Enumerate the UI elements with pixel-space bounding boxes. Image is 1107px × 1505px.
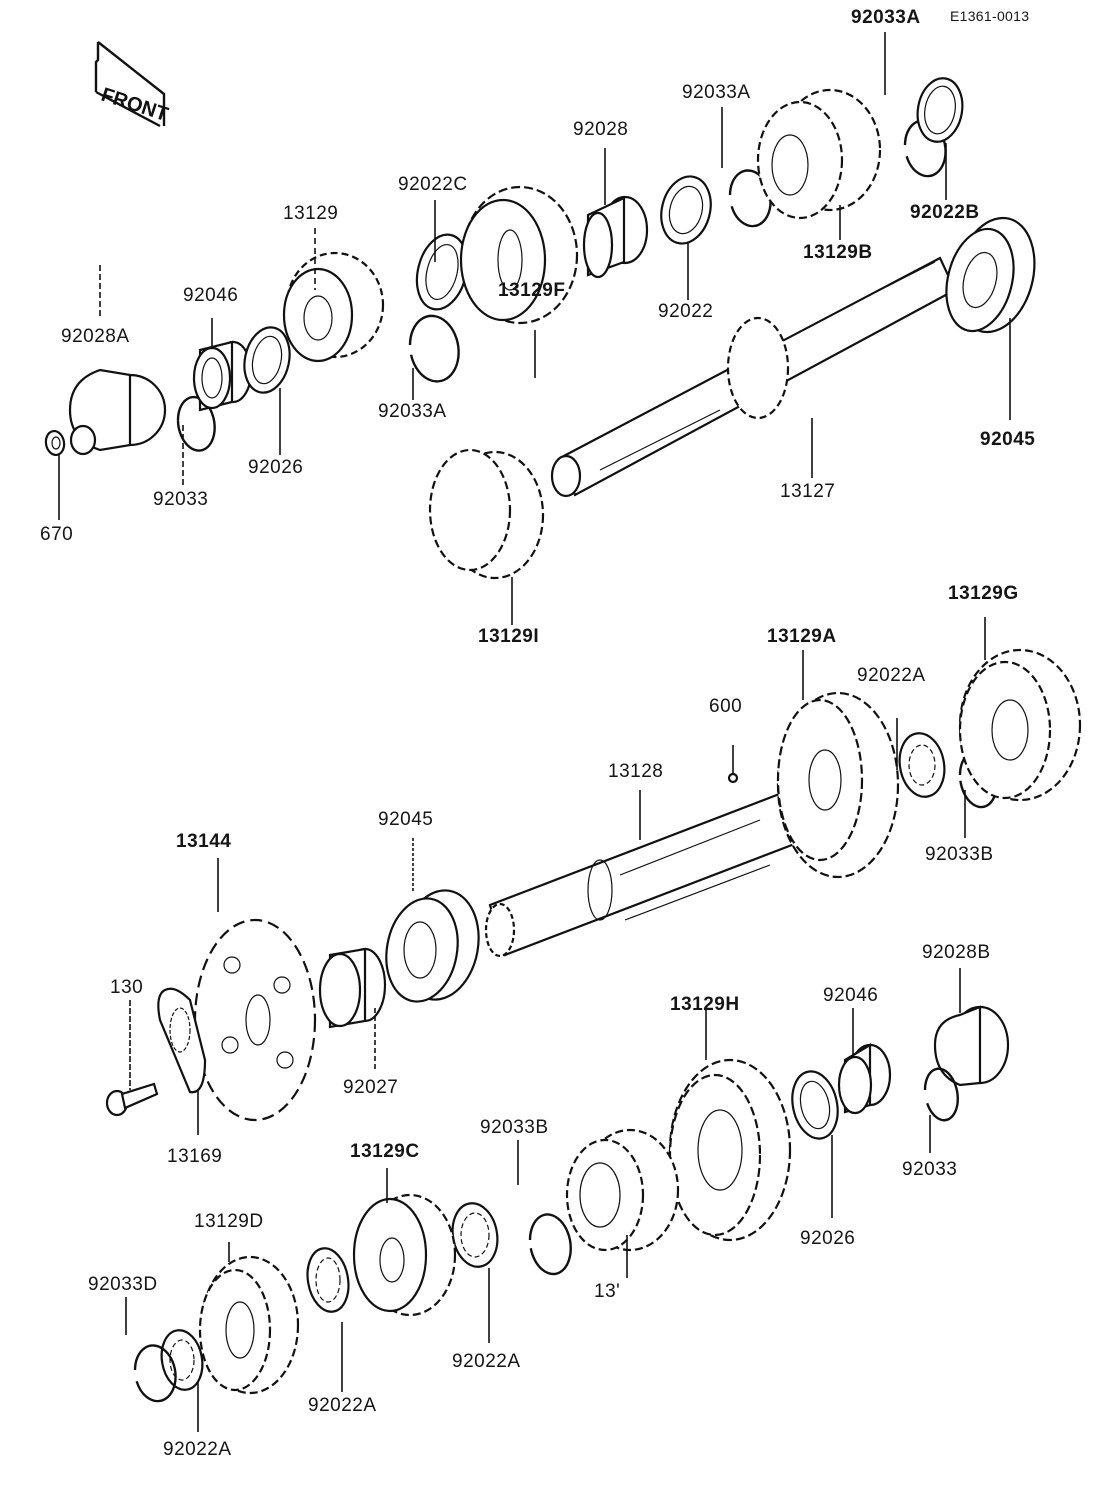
- label-670: 670: [40, 524, 74, 545]
- part-92033-circlip-bottom: [923, 1067, 959, 1122]
- label-13129I: 13129I: [478, 626, 540, 647]
- label-92045-mid: 92045: [378, 809, 434, 830]
- label-13129H: 13129H: [670, 994, 740, 1015]
- label-92028: 92028: [573, 119, 629, 140]
- part-92033A-circlip-left: [408, 314, 460, 383]
- label-92026-bottom: 92026: [800, 1228, 856, 1249]
- label-92022B: 92022B: [910, 202, 980, 223]
- label-13127: 13127: [780, 481, 836, 502]
- label-13129F: 13129F: [498, 280, 566, 301]
- part-670-nut: [44, 429, 66, 457]
- label-92033B-bottom: 92033B: [480, 1117, 549, 1138]
- label-600: 600: [709, 696, 743, 717]
- part-13127-shaft: [550, 256, 957, 498]
- part-13129C-gear: [352, 1193, 457, 1317]
- label-13129G: 13129G: [948, 583, 1019, 604]
- label-92022A-bottom-3: 92022A: [163, 1439, 232, 1460]
- part-92033-circlip: [176, 395, 216, 452]
- part-92045-ball-bearing-top: [945, 216, 1036, 334]
- label-13129B: 13129B: [803, 242, 873, 263]
- part-13144-sprocket: [193, 918, 317, 1122]
- part-13129B-gear: [756, 88, 882, 220]
- label-92026-top: 92026: [248, 457, 304, 478]
- label-13129D: 13129D: [194, 1211, 264, 1232]
- part-92033B-circlip-bottom: [528, 1213, 572, 1276]
- label-92046-bottom: 92046: [823, 985, 879, 1006]
- label-92027: 92027: [343, 1077, 399, 1098]
- part-13169-lock-plate: [157, 987, 207, 1094]
- label-13129C: 13129C: [350, 1141, 420, 1162]
- part-92045-ball-bearing-mid: [385, 889, 480, 1003]
- part-92022A-washer-bottom-1: [306, 1247, 350, 1313]
- part-13129I-gear: [428, 448, 545, 580]
- label-13129A: 13129A: [767, 626, 837, 647]
- label-92033B-mid: 92033B: [925, 844, 994, 865]
- part-13129F-gear: [459, 185, 579, 325]
- part-13129H-gear: [668, 1058, 792, 1242]
- label-92033-bottom: 92033: [902, 1159, 958, 1180]
- part-92027-collar: [318, 947, 387, 1029]
- part-92022-washer: [660, 175, 712, 245]
- leader-lines: [58, 32, 1011, 1432]
- part-130-bolt: [105, 1082, 159, 1117]
- front-direction-badge: FRONT: [94, 41, 171, 128]
- label-92028B: 92028B: [922, 942, 991, 963]
- part-92028B-collar: [933, 1005, 1010, 1087]
- label-13169: 13169: [167, 1146, 223, 1167]
- label-92022: 92022: [658, 301, 714, 322]
- part-92026-washer: [243, 326, 291, 394]
- part-13129-gear-cluster-bottom: [565, 1128, 680, 1252]
- label-92045-top: 92045: [980, 429, 1036, 450]
- part-92022A-washer-bottom-3: [160, 1329, 204, 1391]
- part-92026-washer-bottom: [791, 1070, 839, 1140]
- label-92033A-mid: 92033A: [682, 82, 751, 103]
- part-600-steel-ball: [727, 772, 739, 784]
- label-92022A-bottom-2: 92022A: [452, 1351, 521, 1372]
- part-13129A-gear: [776, 691, 900, 879]
- part-13129D-gear: [198, 1255, 300, 1395]
- label-13129-partial: 13': [594, 1281, 621, 1302]
- part-92046-needle-bearing: [192, 340, 253, 412]
- part-92028A-collar: [68, 368, 167, 456]
- part-13128-shaft: [484, 788, 807, 958]
- label-130: 130: [110, 977, 144, 998]
- part-92022B-washer: [916, 77, 964, 143]
- diagram-reference-code: E1361-0013: [950, 8, 1030, 24]
- label-92022C: 92022C: [398, 174, 468, 195]
- label-92046-top: 92046: [183, 285, 239, 306]
- part-92033D-circlip: [133, 1344, 177, 1403]
- label-92033A-top: 92033A: [851, 7, 921, 28]
- label-92028A: 92028A: [61, 326, 130, 347]
- label-92033D: 92033D: [88, 1274, 158, 1295]
- part-92022A-washer-mid: [898, 732, 946, 798]
- label-92022A-bottom-1: 92022A: [308, 1395, 377, 1416]
- label-92022A-mid: 92022A: [857, 665, 926, 686]
- label-92033-top: 92033: [153, 489, 209, 510]
- label-13128: 13128: [608, 761, 664, 782]
- part-13129G-gear: [958, 648, 1082, 802]
- label-92033A-left: 92033A: [378, 401, 447, 422]
- label-13144: 13144: [176, 831, 232, 852]
- part-13129-gear: [282, 251, 385, 363]
- part-92046-needle-bearing-bottom: [837, 1043, 892, 1115]
- part-92028-bushing: [582, 195, 649, 279]
- label-13129: 13129: [283, 203, 339, 224]
